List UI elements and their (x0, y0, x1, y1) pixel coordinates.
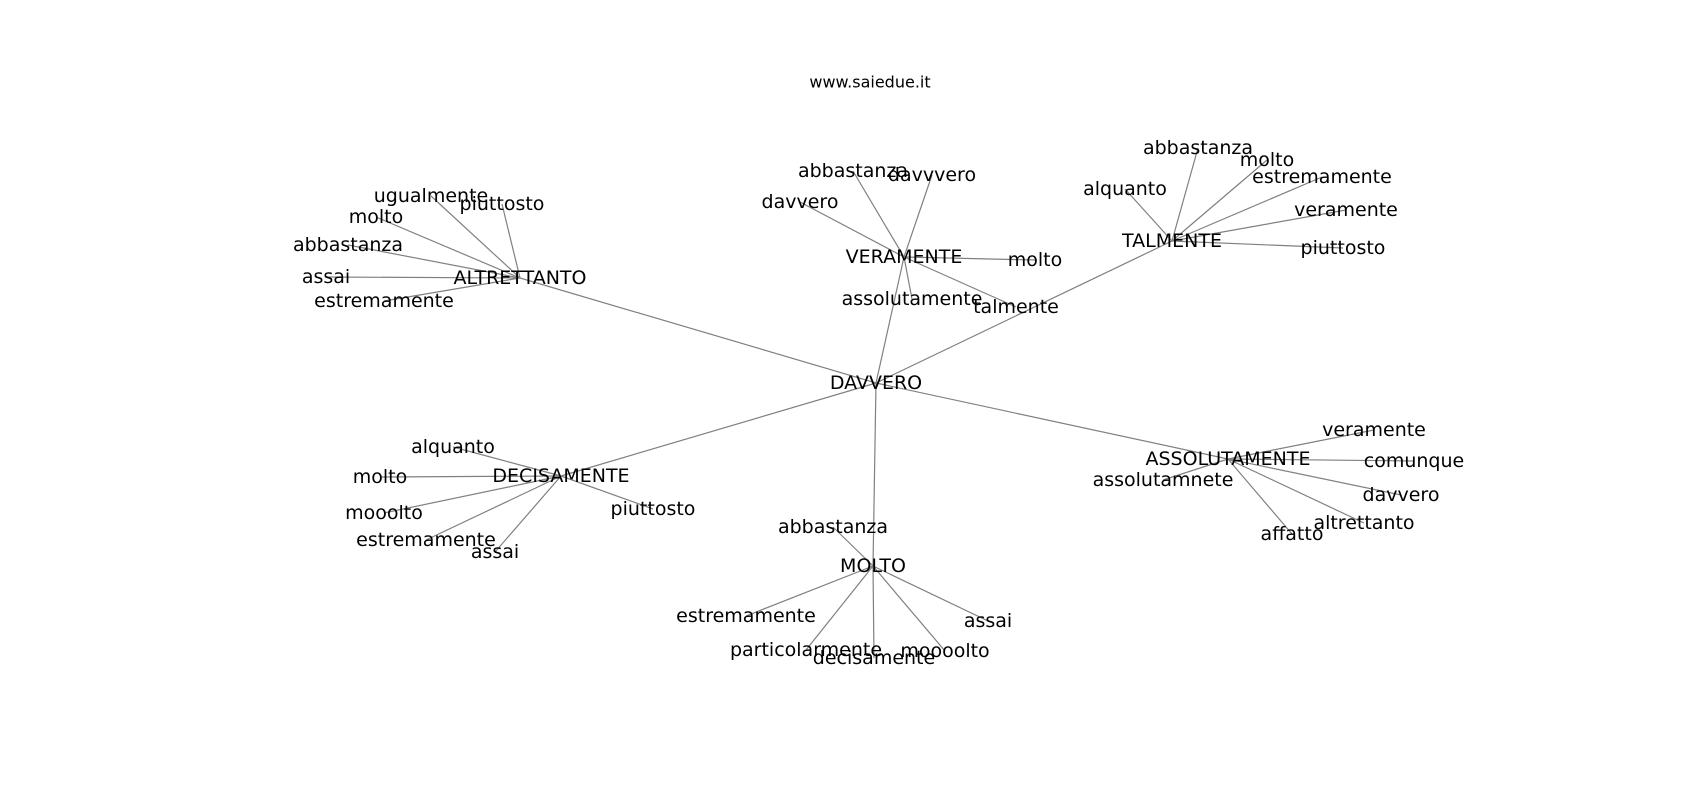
edge-molto_hub-mol_decisamente (872, 565, 875, 659)
edge-altrettanto-alt_assai (325, 276, 521, 279)
node-label-mol-particolarmente: particolarmente (730, 639, 882, 661)
edge-veramente-ver_abbastanza (852, 170, 905, 258)
edge-veramente-ver_davvero (799, 201, 905, 258)
edge-molto_hub-mol_particolarmente (805, 565, 874, 651)
node-label-dec-piuttosto: piuttosto (611, 498, 696, 520)
node-label-mol-estremamente: estremamente (676, 605, 816, 627)
node-label-veramente: VERAMENTE (846, 246, 963, 268)
edge-altrettanto-alt_abbastanza (347, 244, 521, 279)
edge-decisamente-dec_molto (379, 475, 562, 478)
node-label-decisamente: DECISAMENTE (492, 465, 629, 487)
node-label-ver-abbastanza: abbastanza (798, 160, 908, 182)
node-label-dec-mooolto: mooolto (345, 502, 423, 524)
edge-molto_hub-mol_moooolto (872, 565, 946, 652)
node-label-mol-decisamente: decisamente (813, 647, 935, 669)
node-label-ver-assolutamente: assolutamente (842, 288, 983, 310)
edge-davvero_root-decisamente (560, 382, 877, 477)
graph-labels: DAVVERO ALTRETTANTO VERAMENTE TALMENTE DECIS… (293, 137, 1464, 669)
node-label-dec-estremamente: estremamente (356, 529, 496, 551)
edge-talmente-tal_molto (1171, 159, 1268, 242)
edge-veramente-ver_davvvero (903, 174, 933, 258)
node-label-alt-piuttosto: piuttosto (460, 193, 545, 215)
node-label-alt-abbastanza: abbastanza (293, 234, 403, 256)
node-label-ver-talmente: talmente (973, 296, 1059, 318)
edge-talmente-tal_abbastanza (1171, 147, 1199, 242)
edge-talmente-tal_estremamente (1171, 176, 1323, 242)
node-label-ver-davvvero: davvvero (888, 164, 976, 186)
node-label-mol-assai: assai (964, 610, 1012, 632)
graph-title: www.saiedue.it (809, 73, 930, 92)
node-label-tal-estremamente: estremamente (1252, 166, 1392, 188)
edge-molto_hub-mol_assai (872, 565, 989, 622)
edge-molto_hub-mol_estremamente (745, 565, 874, 617)
node-label-molto-hub: MOLTO (840, 555, 906, 577)
edge-assolutamente-ass_davvero (1227, 458, 1402, 496)
edge-decisamente-dec_alquanto (452, 446, 562, 477)
node-label-tal-molto: molto (1240, 149, 1295, 171)
node-label-talmente: TALMENTE (1121, 230, 1222, 252)
edge-decisamente-dec_estremamente (425, 475, 562, 541)
edge-davvero_root-altrettanto (519, 277, 877, 384)
edge-talmente-tal_piuttosto (1171, 240, 1344, 249)
node-label-ver-molto: molto (1008, 249, 1063, 271)
edge-veramente-ver_assolutamente (903, 256, 913, 300)
node-label-tal-abbastanza: abbastanza (1143, 137, 1253, 159)
node-label-alt-estremamente: estremamente (314, 290, 454, 312)
edge-davvero_root-assolutamente (875, 382, 1229, 460)
node-label-mol-moooolto: moooolto (900, 640, 989, 662)
edge-assolutamente-ass_veramente (1227, 429, 1375, 460)
edge-decisamente-dec_piuttosto (560, 475, 654, 510)
node-label-alt-assai: assai (302, 266, 350, 288)
node-label-ver-davvero: davvero (762, 191, 839, 213)
edge-assolutamente-ass_altrettanto (1227, 458, 1365, 524)
node-label-mol-abbastanza: abbastanza (778, 516, 888, 538)
node-label-dec-molto: molto (353, 466, 408, 488)
edge-assolutamente-ass_comunque (1227, 458, 1415, 462)
edge-veramente-ver_molto (903, 256, 1036, 261)
node-label-tal-veramente: veramente (1294, 199, 1398, 221)
node-label-davvero-root: DAVVERO (830, 372, 922, 394)
edge-altrettanto-alt_molto (375, 216, 521, 279)
edge-assolutamente-ass_affatto (1227, 458, 1293, 535)
node-label-dec-assai: assai (471, 541, 519, 563)
graph-edges (325, 147, 1415, 659)
edge-talmente-tal_alquanto (1124, 188, 1173, 242)
edge-decisamente-dec_mooolto (383, 475, 562, 514)
node-label-alt-ugualmente: ugualmente (374, 185, 488, 207)
edge-decisamente-dec_assai (494, 475, 562, 553)
node-label-ass-altrettanto: altrettanto (1313, 512, 1414, 534)
edge-davvero_root-veramente (875, 256, 905, 384)
node-label-assolutamente: ASSOLUTAMENTE (1146, 448, 1311, 470)
node-label-ass-assolutamnete: assolutamnete (1093, 469, 1234, 491)
edge-davvero_root-molto_hub (872, 382, 877, 567)
node-label-ass-comunque: comunque (1364, 450, 1464, 472)
node-label-altrettanto: ALTRETTANTO (454, 267, 587, 289)
node-label-ass-davvero: davvero (1363, 484, 1440, 506)
node-label-dec-alquanto: alquanto (411, 436, 495, 458)
node-label-alt-molto: molto (349, 206, 404, 228)
edge-altrettanto-alt_piuttosto (501, 203, 521, 279)
edge-altrettanto-alt_estremamente (383, 277, 521, 302)
edge-molto_hub-mol_abbastanza (832, 526, 874, 567)
edge-veramente-ver_talmente (903, 256, 1017, 308)
node-label-tal-piuttosto: piuttosto (1301, 237, 1386, 259)
edge-assolutamente-ass_assolutamnete (1162, 458, 1229, 481)
node-label-tal-alquanto: alquanto (1083, 178, 1167, 200)
node-label-ass-affatto: affatto (1261, 523, 1324, 545)
edge-davvero_root-talmente (875, 240, 1173, 384)
edge-altrettanto-alt_ugualmente (430, 195, 521, 279)
node-label-ass-veramente: veramente (1322, 419, 1426, 441)
edge-talmente-tal_veramente (1171, 209, 1347, 242)
